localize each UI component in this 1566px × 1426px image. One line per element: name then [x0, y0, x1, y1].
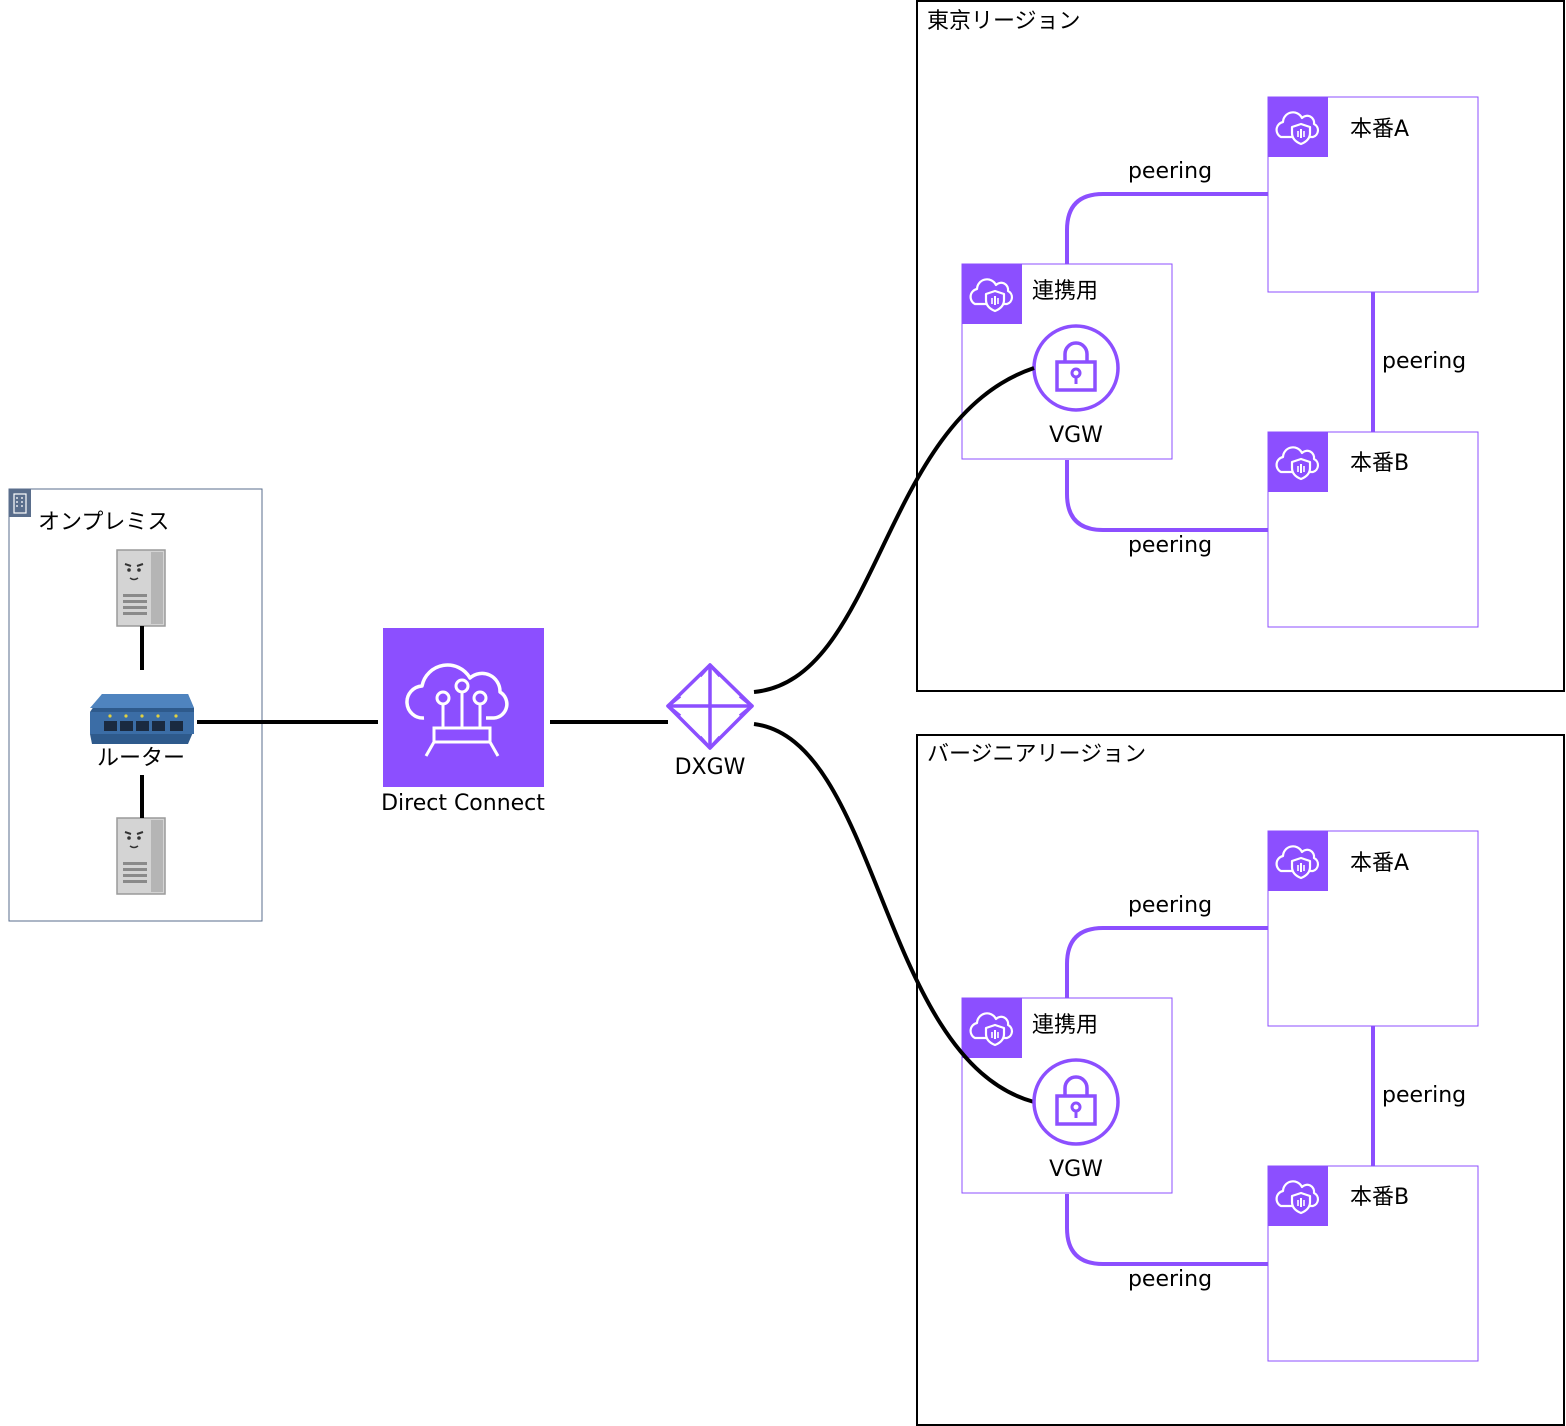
vpc-icon	[960, 262, 1024, 326]
region-virginia	[916, 734, 1565, 1426]
link-dxgw-vgw-virginia	[753, 722, 1035, 1104]
dxgw-label: DXGW	[674, 755, 746, 780]
router-label: ルーター	[96, 746, 186, 771]
peering-label-top: peering	[1127, 893, 1213, 918]
dxgw-icon	[666, 663, 754, 750]
vgw-lock-icon	[1032, 324, 1120, 412]
peering-line-tokyo-bottom	[1065, 460, 1268, 532]
region-title-tokyo: 東京リージョン	[927, 9, 1081, 34]
vpc-b-label: 本番B	[1350, 451, 1410, 476]
vpc-icon	[1266, 829, 1330, 893]
vpc-b-label: 本番B	[1350, 1185, 1410, 1210]
server-icon-top	[116, 549, 166, 627]
region-title-virginia: バージニアリージョン	[927, 742, 1147, 767]
vpc-link-label: 連携用	[1032, 1013, 1099, 1038]
router-icon	[90, 694, 194, 744]
vpc-icon	[1266, 430, 1330, 494]
region-tokyo	[916, 0, 1565, 692]
vpc-virginia-link	[961, 997, 1173, 1194]
vgw-label: VGW	[1049, 1157, 1103, 1182]
vgw-lock-icon	[1032, 1058, 1120, 1146]
vpc-link-label: 連携用	[1032, 279, 1099, 304]
vpc-a-label: 本番A	[1350, 117, 1410, 142]
peering-line-tokyo-top	[1065, 192, 1268, 264]
vpc-icon	[960, 996, 1024, 1060]
vpc-icon	[1266, 95, 1330, 159]
server-icon-bottom	[116, 817, 166, 895]
peering-label-mid: peering	[1382, 349, 1467, 374]
direct-connect-label: Direct Connect	[381, 791, 545, 816]
peering-label-top: peering	[1127, 159, 1213, 184]
onprem-title: オンプレミス	[38, 510, 170, 535]
peering-line-virginia-top	[1065, 926, 1268, 998]
peering-label-bottom: peering	[1127, 533, 1213, 558]
building-icon	[9, 489, 31, 517]
vgw-label: VGW	[1049, 423, 1103, 448]
peering-label-bottom: peering	[1127, 1267, 1213, 1292]
direct-connect-icon	[383, 628, 544, 787]
vpc-a-label: 本番A	[1350, 851, 1410, 876]
vpc-icon	[1266, 1164, 1330, 1228]
peering-label-mid: peering	[1382, 1083, 1467, 1108]
link-dxgw-vgw-tokyo	[753, 366, 1035, 694]
peering-line-virginia-bottom	[1065, 1194, 1268, 1266]
